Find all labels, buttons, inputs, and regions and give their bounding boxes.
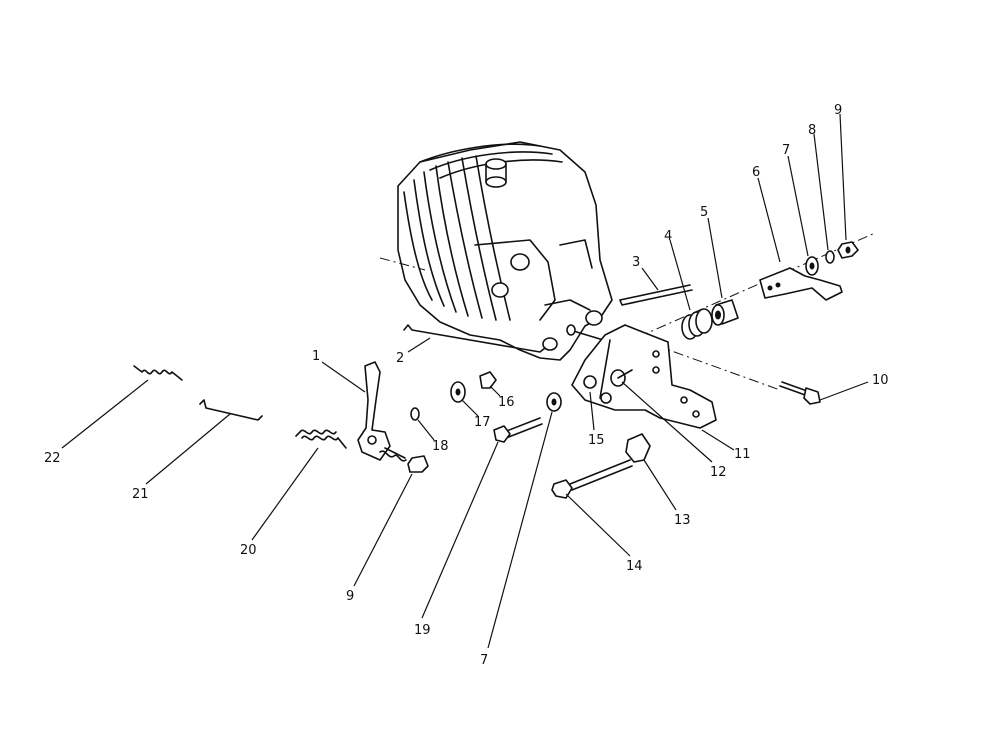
throttle-lever <box>759 267 843 301</box>
washer-18 <box>410 407 420 421</box>
callout-15: 15 <box>588 433 605 448</box>
callout-11: 11 <box>734 447 751 462</box>
control-lever <box>357 361 407 462</box>
callout-8: 8 <box>808 123 816 138</box>
link-rod-21 <box>199 399 263 421</box>
lock-washer-upper <box>825 250 835 264</box>
callout-21: 21 <box>132 487 149 502</box>
nut-16 <box>479 371 497 389</box>
callout-13: 13 <box>674 513 691 528</box>
callout-22: 22 <box>44 451 61 466</box>
axis-line-bolt <box>654 344 781 391</box>
coil-spring-4 <box>681 308 713 340</box>
callout-7-lower: 7 <box>480 653 488 668</box>
callout-9-lower: 9 <box>346 589 354 604</box>
leader-lines <box>61 113 869 649</box>
bushing <box>711 299 739 326</box>
callout-18: 18 <box>432 439 449 454</box>
control-bracket <box>571 324 717 429</box>
callout-labels: 1 2 3 4 5 6 7 8 9 10 11 12 13 14 15 16 1… <box>44 103 889 668</box>
callout-3: 3 <box>632 255 640 270</box>
governor-link-rod <box>403 324 546 353</box>
callout-4: 4 <box>664 229 672 244</box>
callout-7-upper: 7 <box>782 143 790 158</box>
spring-20 <box>295 429 347 449</box>
axis-line-upper <box>379 257 426 271</box>
engine-block <box>397 141 621 361</box>
callout-9-upper: 9 <box>834 103 842 118</box>
callout-12: 12 <box>710 465 727 480</box>
callout-16: 16 <box>498 395 515 410</box>
washer-lower <box>546 392 562 412</box>
callout-6: 6 <box>752 165 760 180</box>
callout-10: 10 <box>872 373 889 388</box>
cable-clip <box>625 433 651 463</box>
governor-shaft <box>619 284 693 306</box>
callout-19: 19 <box>414 623 431 638</box>
bolt-14 <box>551 459 633 499</box>
callout-20: 20 <box>240 543 257 558</box>
bolt-19 <box>493 417 543 443</box>
axis-line-shaft <box>619 232 876 346</box>
washer-17 <box>450 381 466 403</box>
spring-22 <box>133 365 183 381</box>
nut-lower <box>407 455 429 473</box>
bolt-10 <box>779 381 821 405</box>
callout-14: 14 <box>626 559 643 574</box>
callout-17: 17 <box>474 415 491 430</box>
callout-1: 1 <box>312 349 320 364</box>
callout-5: 5 <box>700 205 708 220</box>
callout-2: 2 <box>396 351 404 366</box>
